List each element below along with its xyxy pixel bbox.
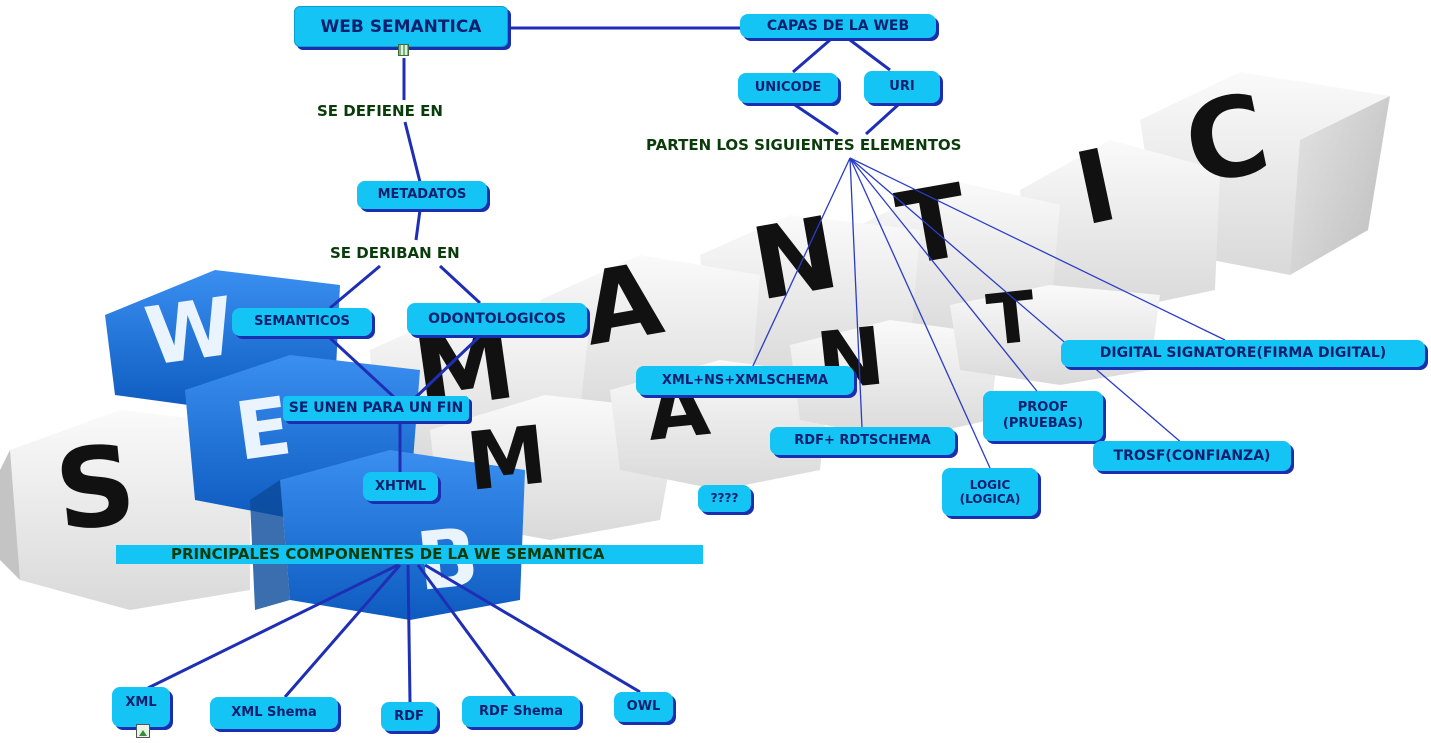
node-unicode[interactable]: UNICODE <box>738 73 838 103</box>
linking-phrase-parten: PARTEN LOS SIGUIENTES ELEMENTOS <box>646 136 962 154</box>
link-line <box>406 564 412 703</box>
node-owl[interactable]: OWL <box>614 692 673 722</box>
link-line <box>849 157 991 469</box>
link-line <box>438 264 482 305</box>
link-line <box>328 336 397 400</box>
link-line <box>849 38 891 72</box>
node-rdf-rdtschema[interactable]: RDF+ RDTSCHEMA <box>770 427 955 455</box>
link-line <box>849 157 1226 341</box>
node-uri[interactable]: URI <box>864 71 940 103</box>
link-line <box>413 334 482 400</box>
resource-icon[interactable] <box>398 44 409 56</box>
node-xhtml[interactable]: XHTML <box>363 472 438 501</box>
link-line <box>424 563 641 694</box>
node-capas[interactable]: CAPAS DE LA WEB <box>740 14 936 38</box>
link-line <box>283 564 402 698</box>
node-odontologicos[interactable]: ODONTOLOGICOS <box>407 303 587 335</box>
linking-phrase-se-derivan: SE DERIBAN EN <box>330 244 460 262</box>
bar-principales-componentes[interactable]: PRINCIPALES COMPONENTES DE LA WE SEMANTI… <box>116 545 703 564</box>
link-line <box>792 38 831 74</box>
cube-letter: S <box>49 420 141 556</box>
cube-letter: T <box>983 275 1039 362</box>
cube-letter: N <box>744 194 847 324</box>
link-line <box>751 157 851 369</box>
link-line <box>416 564 517 698</box>
link-line <box>849 157 863 429</box>
link-line <box>849 157 1041 396</box>
node-metadatos[interactable]: METADATOS <box>357 181 487 209</box>
node-label: WEB SEMANTICA <box>320 17 482 37</box>
node-semanticos[interactable]: SEMANTICOS <box>232 308 372 336</box>
node-unknown[interactable]: ???? <box>698 485 751 512</box>
node-se-unen[interactable]: SE UNEN PARA UN FIN <box>283 396 469 421</box>
cube-letter: W <box>140 279 240 383</box>
node-digital-signatore[interactable]: DIGITAL SIGNATORE(FIRMA DIGITAL) <box>1061 340 1425 367</box>
image-icon[interactable] <box>136 724 150 738</box>
link-line <box>864 103 900 136</box>
node-xml[interactable]: XML <box>112 687 170 727</box>
node-trosf[interactable]: TROSF(CONFIANZA) <box>1093 441 1291 471</box>
cube-letter: M <box>462 408 551 509</box>
cube-letter: E <box>230 379 297 479</box>
linking-phrase-se-define: SE DEFIENE EN <box>317 102 443 120</box>
link-line <box>403 121 422 183</box>
node-xml-ns-xmlschema[interactable]: XML+NS+XMLSCHEMA <box>636 366 854 395</box>
link-line <box>147 563 399 690</box>
link-line <box>414 209 422 241</box>
node-xml-shema[interactable]: XML Shema <box>210 697 338 729</box>
node-proof[interactable]: PROOF (PRUEBAS) <box>983 391 1103 441</box>
root-node-web-semantica[interactable]: WEB SEMANTICA <box>294 6 508 47</box>
node-logic[interactable]: LOGIC (LOGICA) <box>942 468 1038 516</box>
node-rdf[interactable]: RDF <box>381 702 437 731</box>
link-line <box>329 264 381 310</box>
node-rdf-shema[interactable]: RDF Shema <box>462 696 580 727</box>
link-line <box>794 103 839 136</box>
link-line <box>849 157 1191 451</box>
